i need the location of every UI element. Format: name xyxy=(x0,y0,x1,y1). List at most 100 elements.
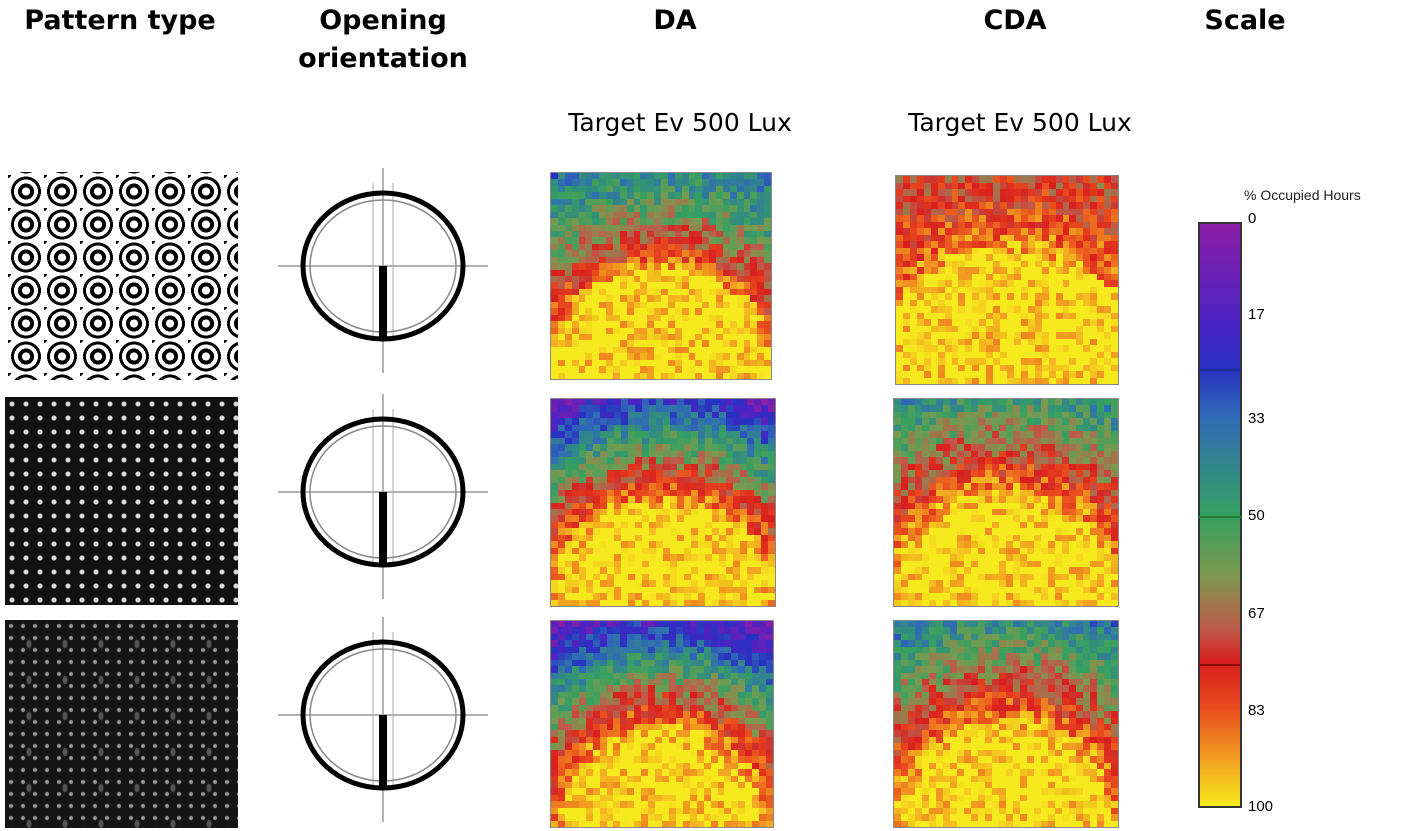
heatmap-cell xyxy=(1006,444,1013,451)
heatmap-cell xyxy=(571,185,579,193)
heatmap-cell xyxy=(710,788,718,795)
heatmap-cell xyxy=(1020,208,1028,215)
heatmap-cell xyxy=(571,295,579,302)
heatmap-cell xyxy=(971,399,978,406)
heatmap-cell xyxy=(557,621,565,628)
heatmap-cell xyxy=(738,691,746,699)
heatmap-cell xyxy=(674,301,682,309)
heatmap-cell xyxy=(1027,489,1034,497)
heatmap-cell xyxy=(1013,208,1021,215)
heatmap-cell xyxy=(696,775,704,782)
heatmap-cell xyxy=(736,276,744,283)
heatmap-cell xyxy=(578,736,586,744)
heatmap-cell xyxy=(971,476,978,484)
heatmap-cell xyxy=(705,528,712,535)
heatmap-cell xyxy=(923,195,931,202)
heatmap-cell xyxy=(1006,489,1013,497)
heatmap-cell xyxy=(592,736,600,744)
heatmap-cell xyxy=(599,340,606,347)
heatmap-cell xyxy=(915,528,922,535)
heatmap-cell xyxy=(564,704,572,712)
heatmap-cell xyxy=(668,807,676,815)
heatmap-cell xyxy=(1048,515,1055,522)
heatmap-cell xyxy=(633,237,641,244)
heatmap-cell xyxy=(677,580,684,587)
heatmap-cell xyxy=(1020,541,1027,548)
heatmap-cell xyxy=(1027,176,1035,183)
heatmap-cell xyxy=(606,308,613,315)
heatmap-cell xyxy=(1034,273,1042,280)
heatmap-cell xyxy=(958,260,966,267)
heatmap-cell xyxy=(978,424,985,432)
heatmap-cell xyxy=(915,502,922,509)
heatmap-cell xyxy=(675,653,683,660)
heatmap-cell xyxy=(675,691,683,699)
heatmap-cell xyxy=(565,405,572,412)
heatmap-cell xyxy=(613,769,621,776)
heatmap-cell xyxy=(972,377,980,384)
heatmap-cell xyxy=(909,280,917,287)
heatmap-cell xyxy=(696,678,704,686)
heatmap-cell xyxy=(698,547,705,555)
heatmap-cell xyxy=(1069,189,1077,196)
heatmap-cell xyxy=(703,646,711,654)
heatmap-cell xyxy=(944,358,952,365)
heatmap-cell xyxy=(675,801,683,808)
heatmap-cell xyxy=(564,659,572,667)
heatmap-cell xyxy=(606,775,614,782)
heatmap-cell xyxy=(1111,215,1118,222)
heatmap-cell xyxy=(565,444,572,451)
heatmap-cell xyxy=(1076,273,1084,280)
heatmap-cell xyxy=(612,250,620,257)
heatmap-cell xyxy=(691,450,698,458)
heatmap-cell xyxy=(979,364,987,371)
heatmap-cell xyxy=(1013,345,1021,352)
heatmap-cell xyxy=(1069,457,1076,464)
heatmap-cell xyxy=(1069,371,1077,378)
heatmap-cell xyxy=(628,470,635,477)
heatmap-cell xyxy=(972,189,980,196)
heatmap-cell xyxy=(593,431,600,438)
heatmap-cell xyxy=(633,301,641,309)
heatmap-cell xyxy=(992,411,999,419)
heatmap-cell xyxy=(585,743,593,750)
heatmap-cell xyxy=(1104,293,1112,300)
heatmap-cell xyxy=(564,192,572,199)
heatmap-cell xyxy=(915,463,922,471)
heatmap-cell xyxy=(979,273,987,280)
heatmap-cell xyxy=(661,205,668,212)
heatmap-cell xyxy=(627,685,635,692)
heatmap-cell xyxy=(747,560,754,568)
heatmap-cell xyxy=(593,399,600,406)
heatmap-cell xyxy=(986,221,994,228)
heatmap-cell xyxy=(909,345,917,352)
heatmap-cell xyxy=(1097,241,1105,248)
heatmap-cell xyxy=(677,593,684,600)
heatmap-cell xyxy=(986,280,994,287)
heatmap-cell xyxy=(586,411,593,419)
heatmap-cell xyxy=(908,508,915,516)
heatmap-cell xyxy=(571,372,579,379)
heatmap-cell xyxy=(641,685,649,692)
heatmap-cell xyxy=(1013,215,1021,222)
heatmap-cell xyxy=(1020,437,1027,445)
heatmap-cell xyxy=(626,211,634,219)
heatmap-cell xyxy=(717,698,725,705)
heatmap-cell xyxy=(614,450,621,458)
heatmap-cell xyxy=(579,573,586,581)
heatmap-cell xyxy=(579,496,586,503)
heatmap-cell xyxy=(592,678,600,686)
heatmap-cell xyxy=(551,698,558,705)
heatmap-cell xyxy=(689,781,697,789)
heatmap-cell xyxy=(993,202,1001,209)
heatmap-cell xyxy=(674,295,682,302)
heatmap-cell xyxy=(1097,228,1105,235)
heatmap-cell xyxy=(663,554,670,561)
heatmap-cell xyxy=(606,185,613,193)
heatmap-cell xyxy=(571,179,579,186)
heatmap-cell xyxy=(619,192,627,199)
heatmap-cell xyxy=(1020,489,1027,497)
heatmap-cell xyxy=(916,208,924,215)
heatmap-cell xyxy=(943,541,950,548)
heatmap-cell xyxy=(716,301,723,309)
